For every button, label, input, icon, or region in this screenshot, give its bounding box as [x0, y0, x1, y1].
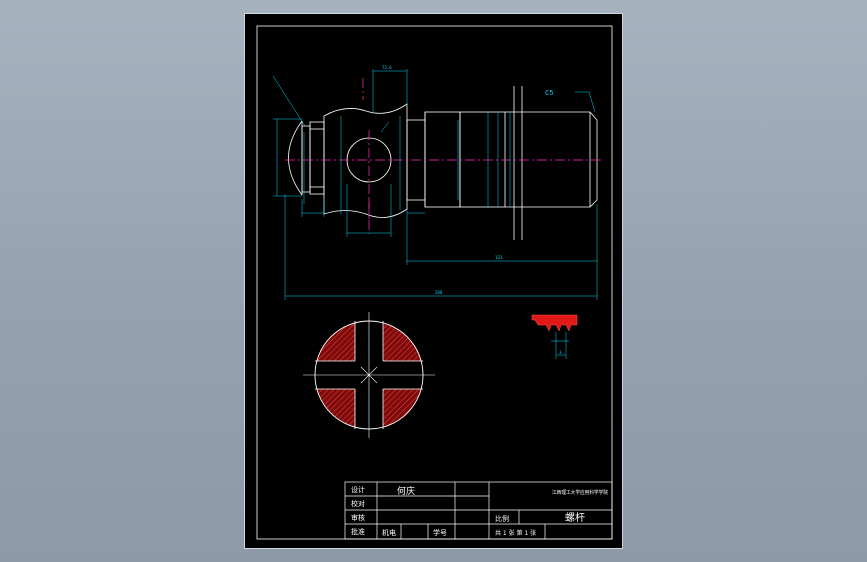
thread-profile — [531, 314, 578, 332]
dim-small: 3 — [559, 350, 562, 355]
title-block — [344, 481, 613, 540]
dimensions — [272, 69, 598, 300]
check-label: 校对 — [351, 499, 365, 508]
title-block-text: 设计 何庆 校对 审核 批准 机电 学号 比例 江西理工大学应用科学学院 螺杆 … — [351, 485, 608, 537]
cross-hole-block — [323, 103, 408, 218]
centerlines — [285, 78, 603, 234]
shaft-body-3 — [459, 111, 506, 208]
sheet-count: 共 1 张 第 1 张 — [495, 529, 536, 537]
shaft-head — [288, 120, 303, 196]
class-label: 学号 — [433, 528, 447, 537]
dimension-labels: 72.6 133 288 C5 — [382, 65, 553, 295]
school-name: 江西理工大学应用科学学院 — [552, 489, 608, 496]
cad-drawing: 72.6 133 288 C5 3 — [256, 25, 613, 540]
dim-length-total: 288 — [435, 290, 443, 295]
threaded-end — [505, 111, 598, 208]
designer-name: 何庆 — [397, 485, 415, 497]
design-label: 设计 — [351, 485, 365, 494]
dim-chamfer: C5 — [545, 89, 553, 97]
section-view — [303, 312, 435, 438]
main-view — [288, 86, 598, 240]
shaft-body-2 — [424, 111, 461, 208]
part-name: 螺杆 — [565, 512, 585, 524]
scale-label: 比例 — [495, 514, 509, 523]
review-label: 审核 — [351, 513, 365, 522]
dim-length-a: 133 — [495, 255, 503, 260]
drawing-sheet: 72.6 133 288 C5 3 — [244, 13, 623, 549]
approve-label: 批准 — [351, 527, 365, 536]
dept-label: 机电 — [382, 528, 396, 537]
drawing-frame — [256, 25, 613, 540]
thread-detail: 3 — [531, 314, 578, 359]
dim-top-width: 72.6 — [382, 65, 392, 70]
shaft-neck — [301, 125, 311, 193]
